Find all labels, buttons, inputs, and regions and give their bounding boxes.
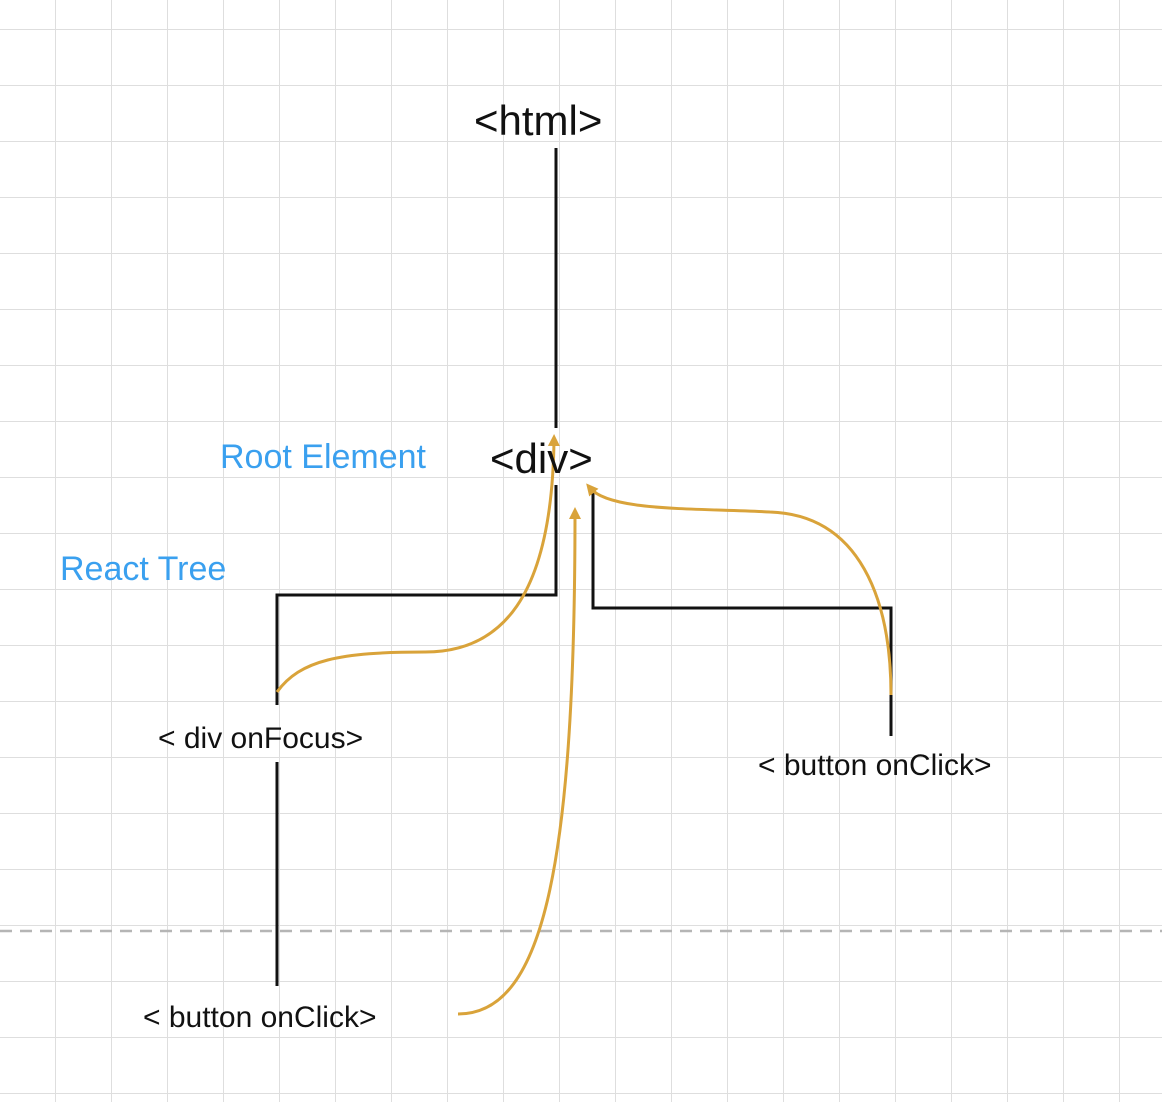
event-path-right-button bbox=[586, 483, 893, 696]
node-div-onfocus: < div onFocus> bbox=[158, 722, 364, 755]
event-path-div-onfocus bbox=[275, 434, 560, 693]
tree-connectors bbox=[275, 148, 893, 986]
annotation-react-tree: React Tree bbox=[60, 550, 227, 588]
node-button-onclick-right: < button onClick> bbox=[758, 749, 992, 782]
node-root-div: <div> bbox=[490, 435, 593, 482]
edge-div-to-div-onfocus bbox=[275, 485, 558, 705]
edge-div-to-right-button bbox=[591, 493, 893, 736]
event-path-left-button bbox=[457, 507, 581, 1016]
event-propagation-paths bbox=[275, 434, 893, 1016]
annotation-root-element: Root Element bbox=[220, 438, 426, 476]
node-button-onclick-left: < button onClick> bbox=[143, 1001, 377, 1034]
node-html: <html> bbox=[474, 97, 603, 144]
